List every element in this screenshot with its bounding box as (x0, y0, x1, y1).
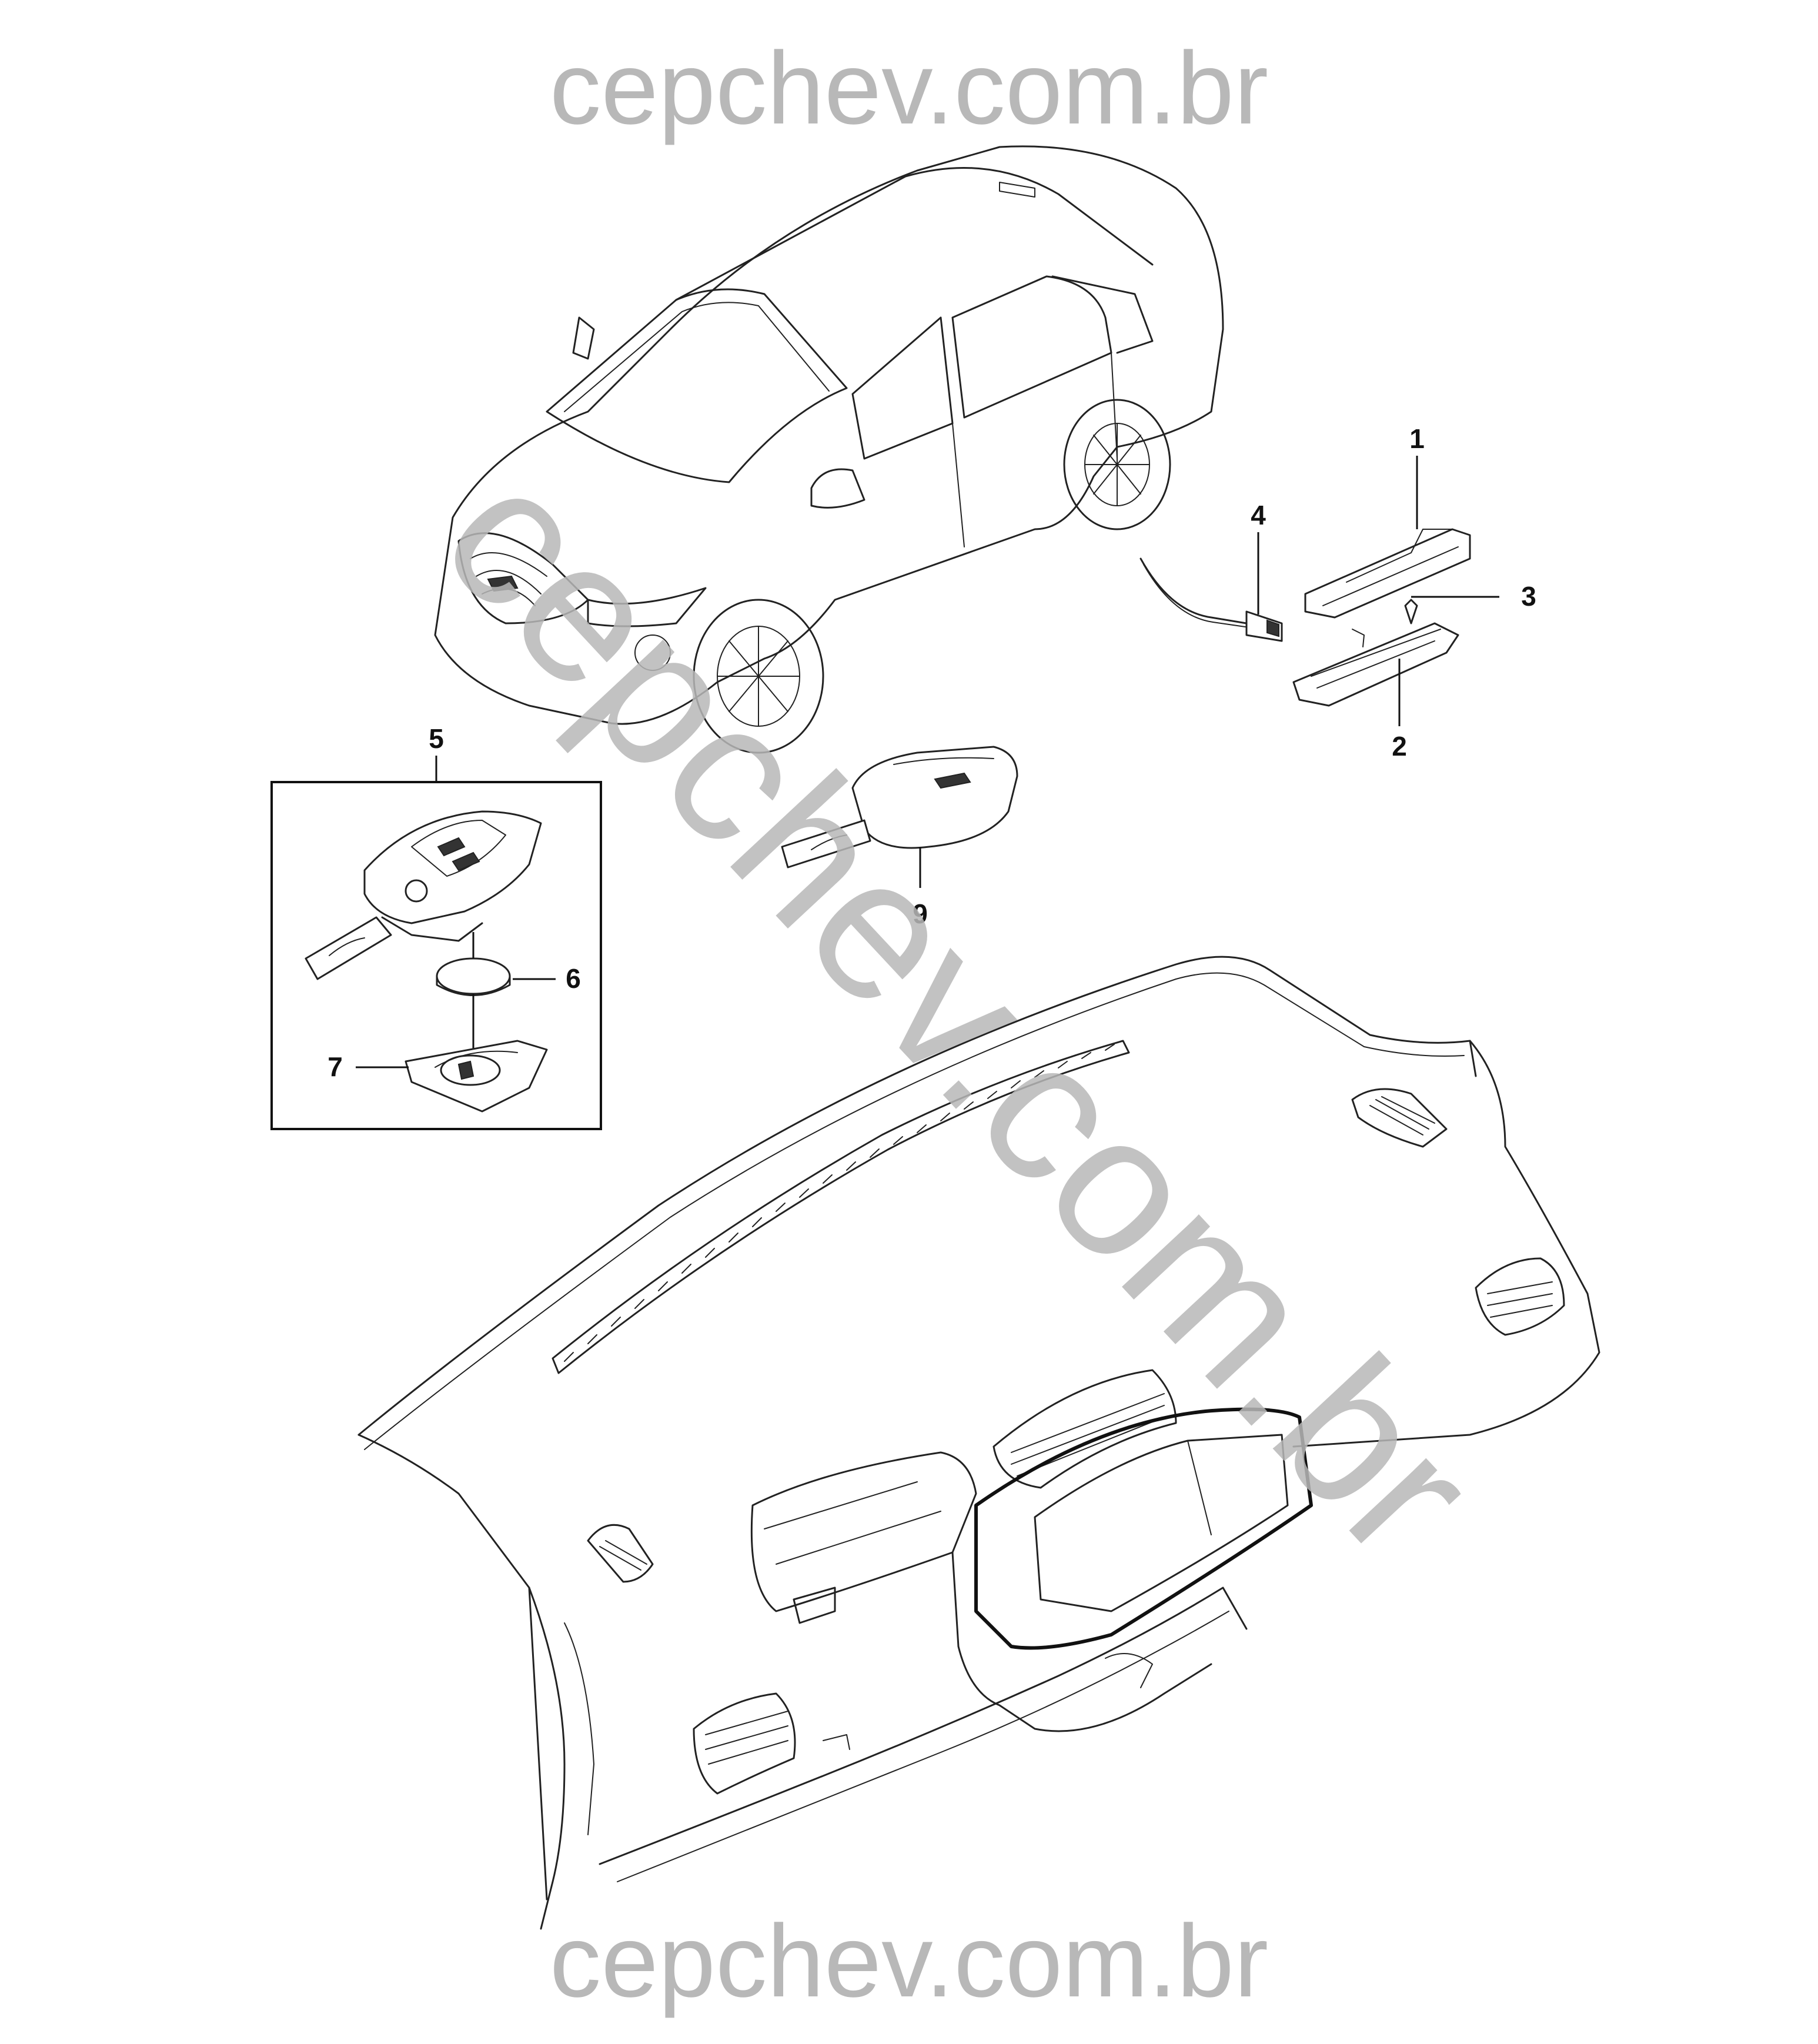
antenna-wire (1139, 557, 1248, 624)
callout-9: 9 (913, 899, 928, 929)
callout-2: 2 (1392, 731, 1407, 762)
callout-6: 6 (566, 963, 581, 994)
watermark-top: cepchev.com.br (550, 31, 1268, 146)
callout-7: 7 (327, 1051, 343, 1082)
screw (1404, 599, 1418, 624)
receiver-module-assembly (1139, 528, 1471, 707)
leaders-module (1257, 456, 1499, 726)
watermark-bottom: cepchev.com.br (550, 1904, 1268, 2019)
module-upper-part (1304, 528, 1471, 619)
battery-coin-cell (436, 932, 556, 1058)
car-illustration (434, 145, 1224, 754)
dashboard-illustration (357, 956, 1600, 1930)
callout-4: 4 (1251, 500, 1266, 530)
flip-key-illustration (305, 810, 542, 980)
callout-5: 5 (429, 723, 444, 754)
key-battery-cover (356, 1040, 548, 1113)
callout-1: 1 (1409, 423, 1425, 454)
fixed-key-illustration (781, 746, 1018, 888)
callout-3: 3 (1521, 581, 1536, 612)
